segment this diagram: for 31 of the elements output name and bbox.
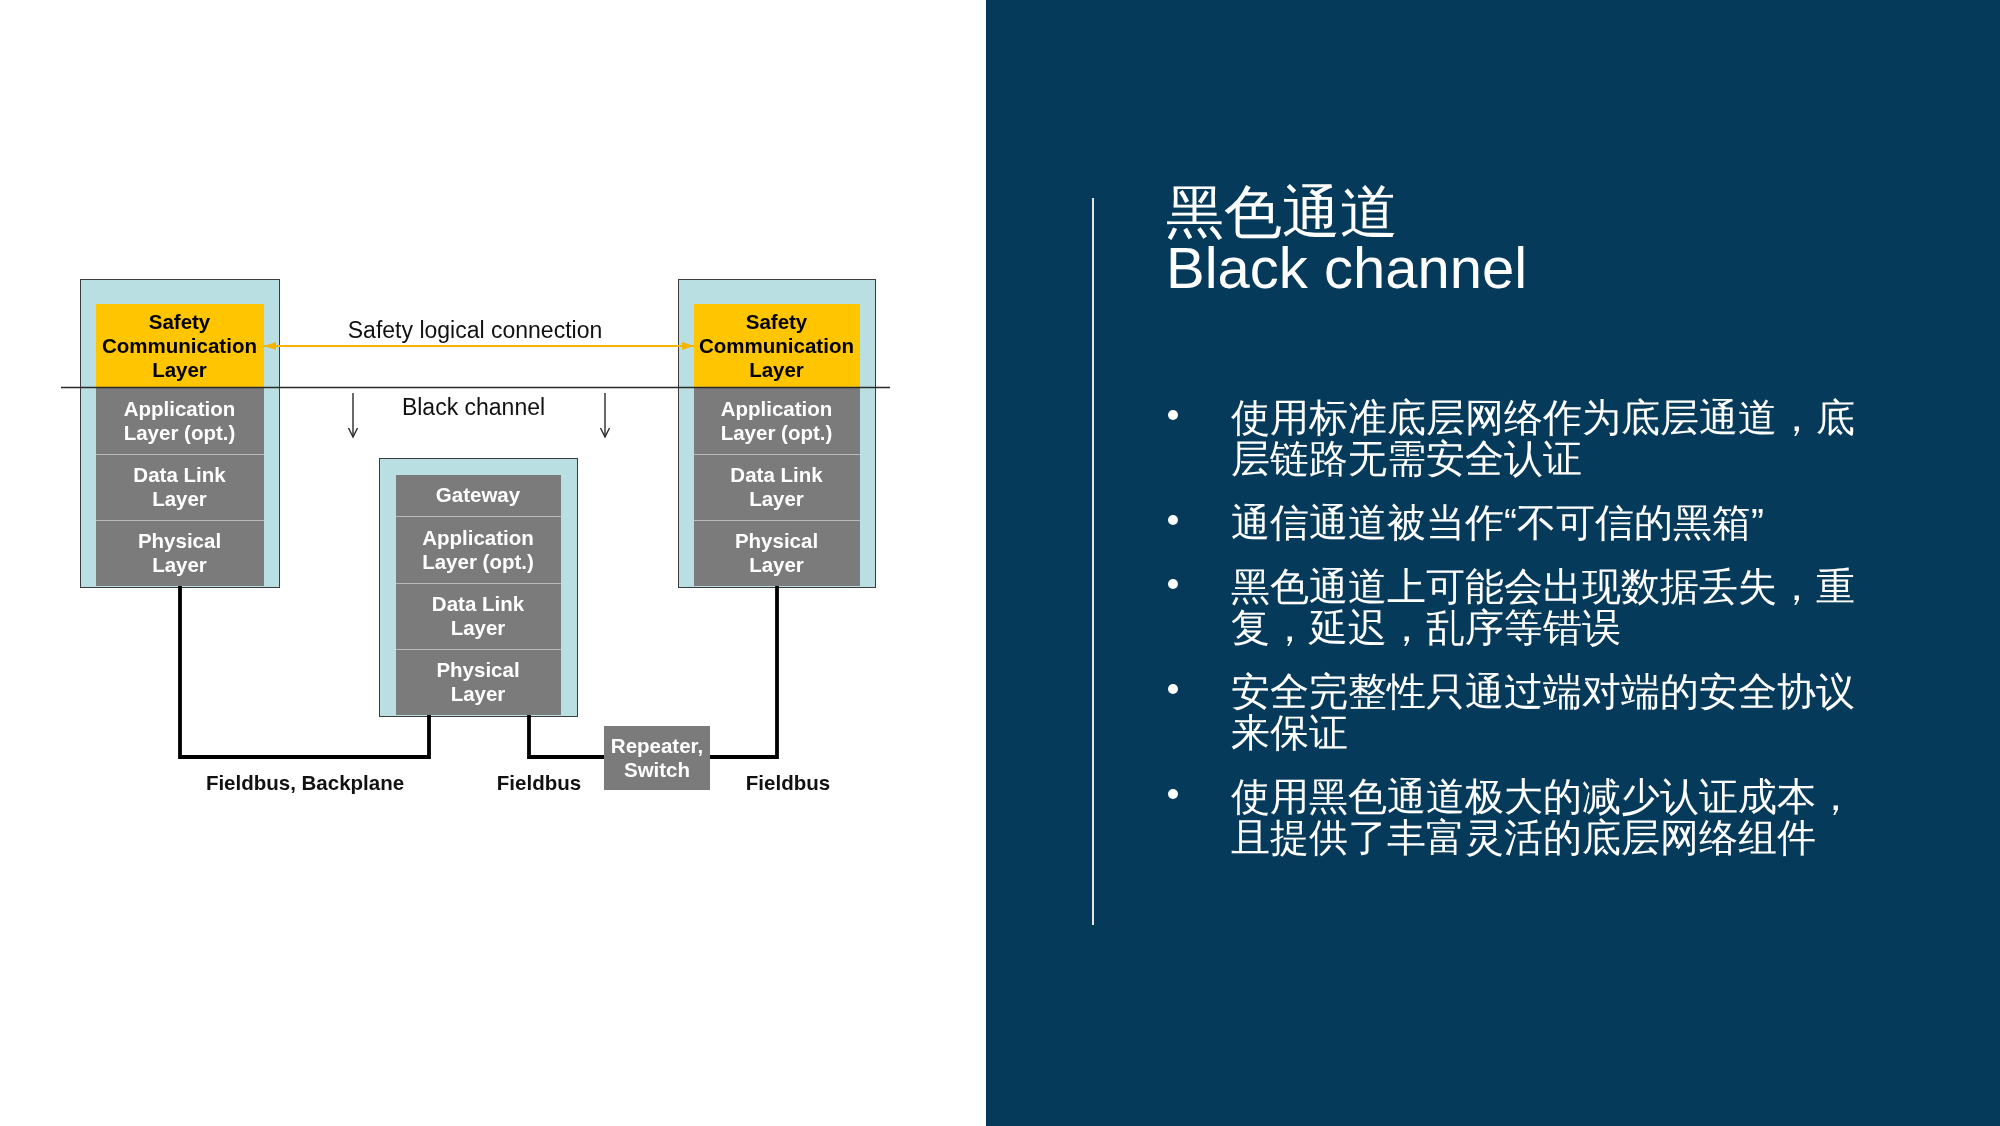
connector-line: [527, 715, 604, 759]
slide-title: 黑色通道 Black channel: [1166, 184, 1529, 296]
connector-line: [710, 586, 779, 759]
layer-block: Application Layer (opt.): [395, 515, 561, 583]
bullet-text: 通信通道被当作“不可信的黑箱”: [1231, 502, 1765, 543]
layer-block: Gateway: [395, 474, 561, 516]
edge-label: Fieldbus, Backplane: [205, 771, 405, 795]
bullet-text: 使用标准底层网络作为底层通道，底层链路无需安全认证: [1231, 397, 1856, 479]
connector-line: [178, 586, 431, 759]
bullet-text: 黑色通道上可能会出现数据丢失，重复，延迟，乱序等错误: [1231, 566, 1856, 648]
layer-block: Data Link Layer: [395, 582, 561, 649]
layer-block: Physical Layer: [395, 648, 561, 715]
layer-block: Physical Layer: [693, 519, 860, 586]
safety-layer-block: Safety Communication Layer: [95, 303, 264, 388]
double-arrow: [263, 342, 695, 350]
edge-label: Safety logical connection: [347, 316, 603, 344]
device-frame: [379, 458, 578, 717]
channel-label: Black channel: [401, 393, 546, 421]
safety-layer-block: Safety Communication Layer: [693, 303, 860, 388]
edge-label: Fieldbus: [745, 771, 831, 795]
edge-label: Fieldbus: [496, 771, 582, 795]
layer-block: Application Layer (opt.): [693, 387, 860, 454]
layer-block: Physical Layer: [95, 519, 264, 586]
layer-block: Application Layer (opt.): [95, 387, 264, 454]
device-frame: [678, 279, 876, 588]
layer-block: Data Link Layer: [95, 453, 264, 520]
repeater-block: Repeater, Switch: [604, 726, 710, 790]
device-frame: [80, 279, 280, 588]
bullet-text: 安全完整性只通过端对端的安全协议来保证: [1231, 671, 1856, 753]
layer-block: Data Link Layer: [693, 453, 860, 520]
bullet-text: 使用黑色通道极大的减少认证成本，且提供了丰富灵活的底层网络组件: [1231, 776, 1856, 858]
